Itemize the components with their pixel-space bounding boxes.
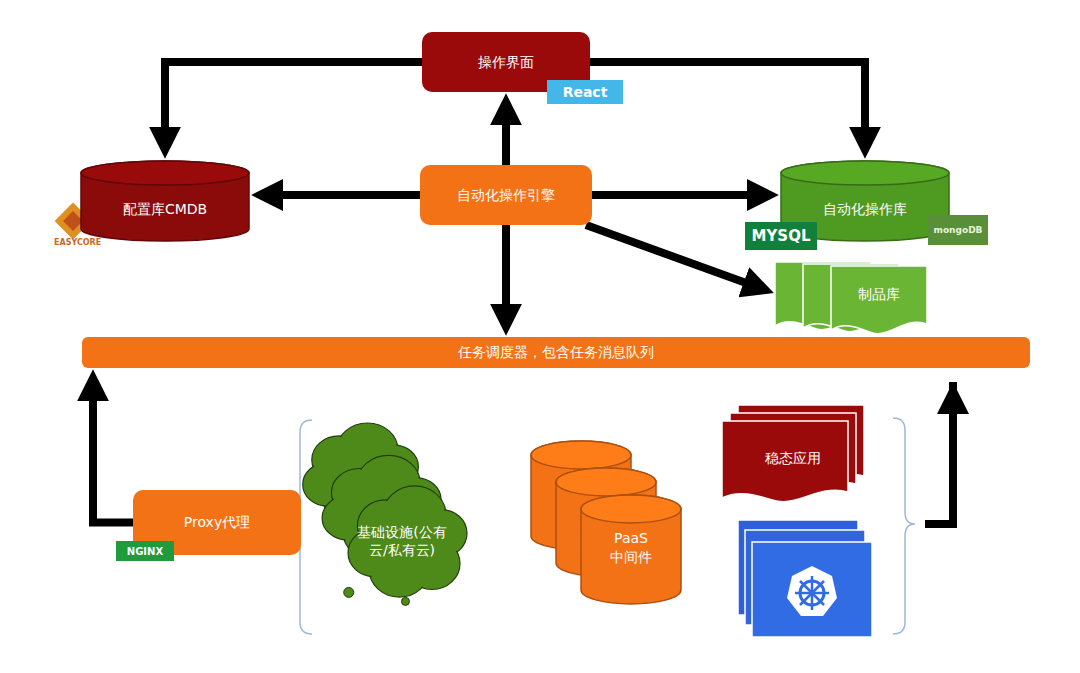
connector-arrow [592,191,750,199]
document-page [722,421,848,502]
node-text-group: 自动化操作库 [823,200,907,218]
node-text-group: 制品库 [858,285,900,303]
node-label: 基础设施(公有云/私有云) [352,523,452,559]
cloud-part [348,486,467,597]
paas-cylinders: PaaS中间件 [530,440,682,605]
node-label: Proxy代理 [184,513,250,531]
node-label: PaaS中间件 [610,529,652,565]
cloud-dot [401,597,409,605]
infra-cloud: 基础设施(公有云/私有云) [305,425,467,605]
node-text-group: 基础设施(公有云/私有云) [352,523,452,559]
connector-arrow [502,225,510,307]
node-label: 自动化操作引擎 [457,186,555,204]
cylinder-top [81,161,249,185]
node-shape [305,425,467,605]
logo-label: mongoDB [928,215,988,245]
node-shape [775,262,927,332]
cylinder-top [531,441,631,469]
logo-label: EASYCORE [50,236,105,248]
node-label: 任务调度器，包含任务消息队列 [458,343,654,361]
node-text-group: 任务调度器，包含任务消息队列 [458,343,654,361]
app-docs: 稳态应用 [722,405,864,500]
node-shape [530,440,682,605]
cylinder-top [556,468,656,496]
document-page [831,266,927,334]
connector-arrow [280,191,420,199]
node-label: 操作界面 [478,53,534,71]
cylinder-body [581,495,681,604]
engine-box: 自动化操作引擎 [420,165,592,225]
group-bracket [300,420,312,634]
cloud-dot [344,587,354,597]
connector-arrow [502,122,510,165]
kubernetes-stack [738,520,872,637]
connector-arrow [165,62,422,130]
node-text-group: 稳态应用 [765,449,821,467]
cylinder-body [81,161,249,241]
box-fill [82,337,1030,368]
node-text-group: PaaS中间件 [610,529,652,565]
cmdb-cylinder: 配置库CMDB [80,160,250,242]
cylinder-top [581,495,681,523]
logo-label: MYSQL [745,222,817,250]
connector-arrow [586,225,747,283]
node-text-group: 操作界面 [478,53,534,71]
connector-arrow [590,62,865,130]
artifact-docs: 制品库 [775,262,927,332]
connector-arrow [93,398,133,523]
node-label: 稳态应用 [765,449,821,467]
logo-label: NGINX [116,541,174,561]
group-arrow [925,382,953,524]
cylinder-top [781,161,949,185]
scheduler-band: 任务调度器，包含任务消息队列 [82,337,1030,368]
group-bracket [893,418,915,634]
logo-label: React [547,80,623,104]
node-label: 自动化操作库 [823,200,907,218]
box-fill [420,165,592,225]
node-text-group: 自动化操作引擎 [457,186,555,204]
node-label: 配置库CMDB [123,200,207,218]
node-text-group: Proxy代理 [184,513,250,531]
node-text-group: 配置库CMDB [123,200,207,218]
node-label: 制品库 [858,285,900,303]
